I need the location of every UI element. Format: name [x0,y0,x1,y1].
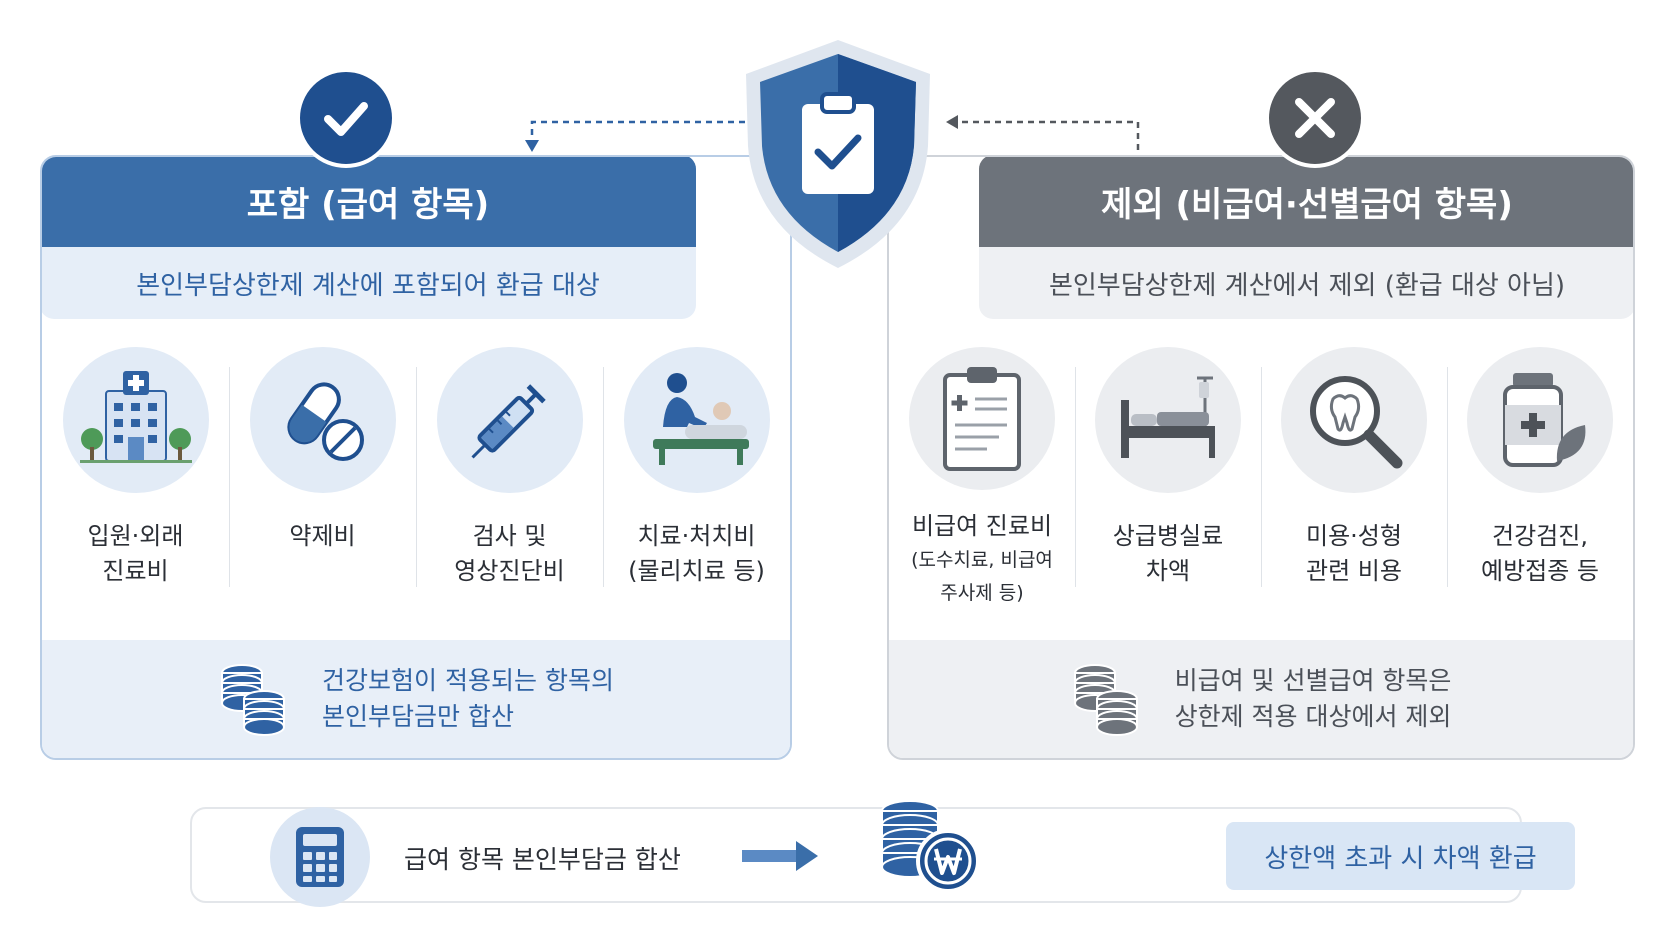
close-icon [1295,98,1335,138]
medicine-bottle-icon [1467,347,1613,493]
check-badge [296,68,396,168]
excluded-subtitle: 본인부담상한제 계산에서 제외 (환급 대상 아님) [979,247,1633,319]
excluded-title: 제외 (비급여·선별급여 항목) [979,157,1633,247]
coin-stack-icon [1073,664,1138,736]
included-item-medicine: 약제비 [229,347,416,607]
arrow-right-icon [742,841,818,871]
coin-stack-icon [221,664,286,736]
check-icon [324,102,368,136]
pill-icon [249,347,396,493]
item-label: 건강검진,예방접종 등 [1480,522,1600,585]
won-coin-icon [881,800,980,893]
hospital-icon [62,347,209,493]
item-label: 약제비 [289,522,356,550]
syringe-icon [436,347,583,493]
excluded-item-checkup: 건강검진,예방접종 등 [1447,347,1633,607]
calculator-icon [296,827,344,887]
included-subtitle: 본인부담상한제 계산에 포함되어 환급 대상 [42,247,696,319]
included-item-treatment: 치료·처치비(물리치료 등) [603,347,790,607]
calculator-icon-circle [270,807,370,907]
refund-flow-strip: 급여 항목 본인부담금 합산 상한액 초과 시 차액 환급 [190,800,1575,907]
physical-therapy-icon [623,347,770,493]
tooth-magnifier-icon [1281,347,1427,493]
included-title: 포함 (급여 항목) [42,157,696,247]
x-badge [1265,68,1365,168]
shield-icon [746,40,930,268]
included-panel: 포함 (급여 항목) 본인부담상한제 계산에 포함되어 환급 대상 [40,155,792,760]
excluded-panel: 제외 (비급여·선별급여 항목) 본인부담상한제 계산에서 제외 (환급 대상 … [887,155,1635,760]
flow-step-sum: 급여 항목 본인부담금 합산 [404,845,681,874]
clipboard-icon [909,347,1055,490]
item-label: 치료·처치비(물리치료 등) [628,522,765,585]
flow-step-refund: 상한액 초과 시 차액 환급 [1226,822,1575,890]
hospital-bed-icon [1095,347,1241,493]
